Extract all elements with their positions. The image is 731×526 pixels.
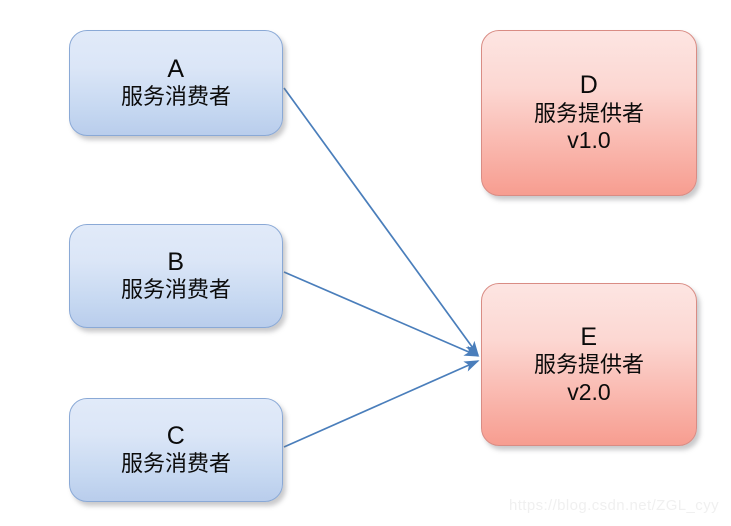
node-e-id: E bbox=[580, 322, 598, 351]
edge-b-to-e bbox=[283, 271, 480, 357]
node-d-version: v1.0 bbox=[567, 127, 611, 154]
edge-c-to-e bbox=[283, 360, 480, 448]
node-a-role: 服务消费者 bbox=[120, 84, 231, 110]
node-d[interactable]: D 服务提供者 v1.0 bbox=[481, 30, 697, 196]
node-c[interactable]: C 服务消费者 bbox=[69, 398, 283, 502]
node-b[interactable]: B 服务消费者 bbox=[69, 224, 283, 328]
node-b-id: B bbox=[167, 247, 185, 276]
edge-a-to-e bbox=[283, 87, 479, 357]
node-c-id: C bbox=[166, 421, 186, 450]
node-c-role: 服务消费者 bbox=[120, 451, 231, 477]
node-b-role: 服务消费者 bbox=[120, 277, 231, 303]
node-a[interactable]: A 服务消费者 bbox=[69, 30, 283, 136]
node-e-role: 服务提供者 bbox=[533, 352, 644, 378]
node-e[interactable]: E 服务提供者 v2.0 bbox=[481, 283, 697, 446]
node-d-id: D bbox=[579, 71, 599, 100]
node-d-role: 服务提供者 bbox=[533, 100, 644, 126]
node-e-version: v2.0 bbox=[567, 378, 611, 405]
watermark: https://blog.csdn.net/ZGL_cyy bbox=[508, 497, 719, 514]
node-a-id: A bbox=[167, 54, 185, 83]
